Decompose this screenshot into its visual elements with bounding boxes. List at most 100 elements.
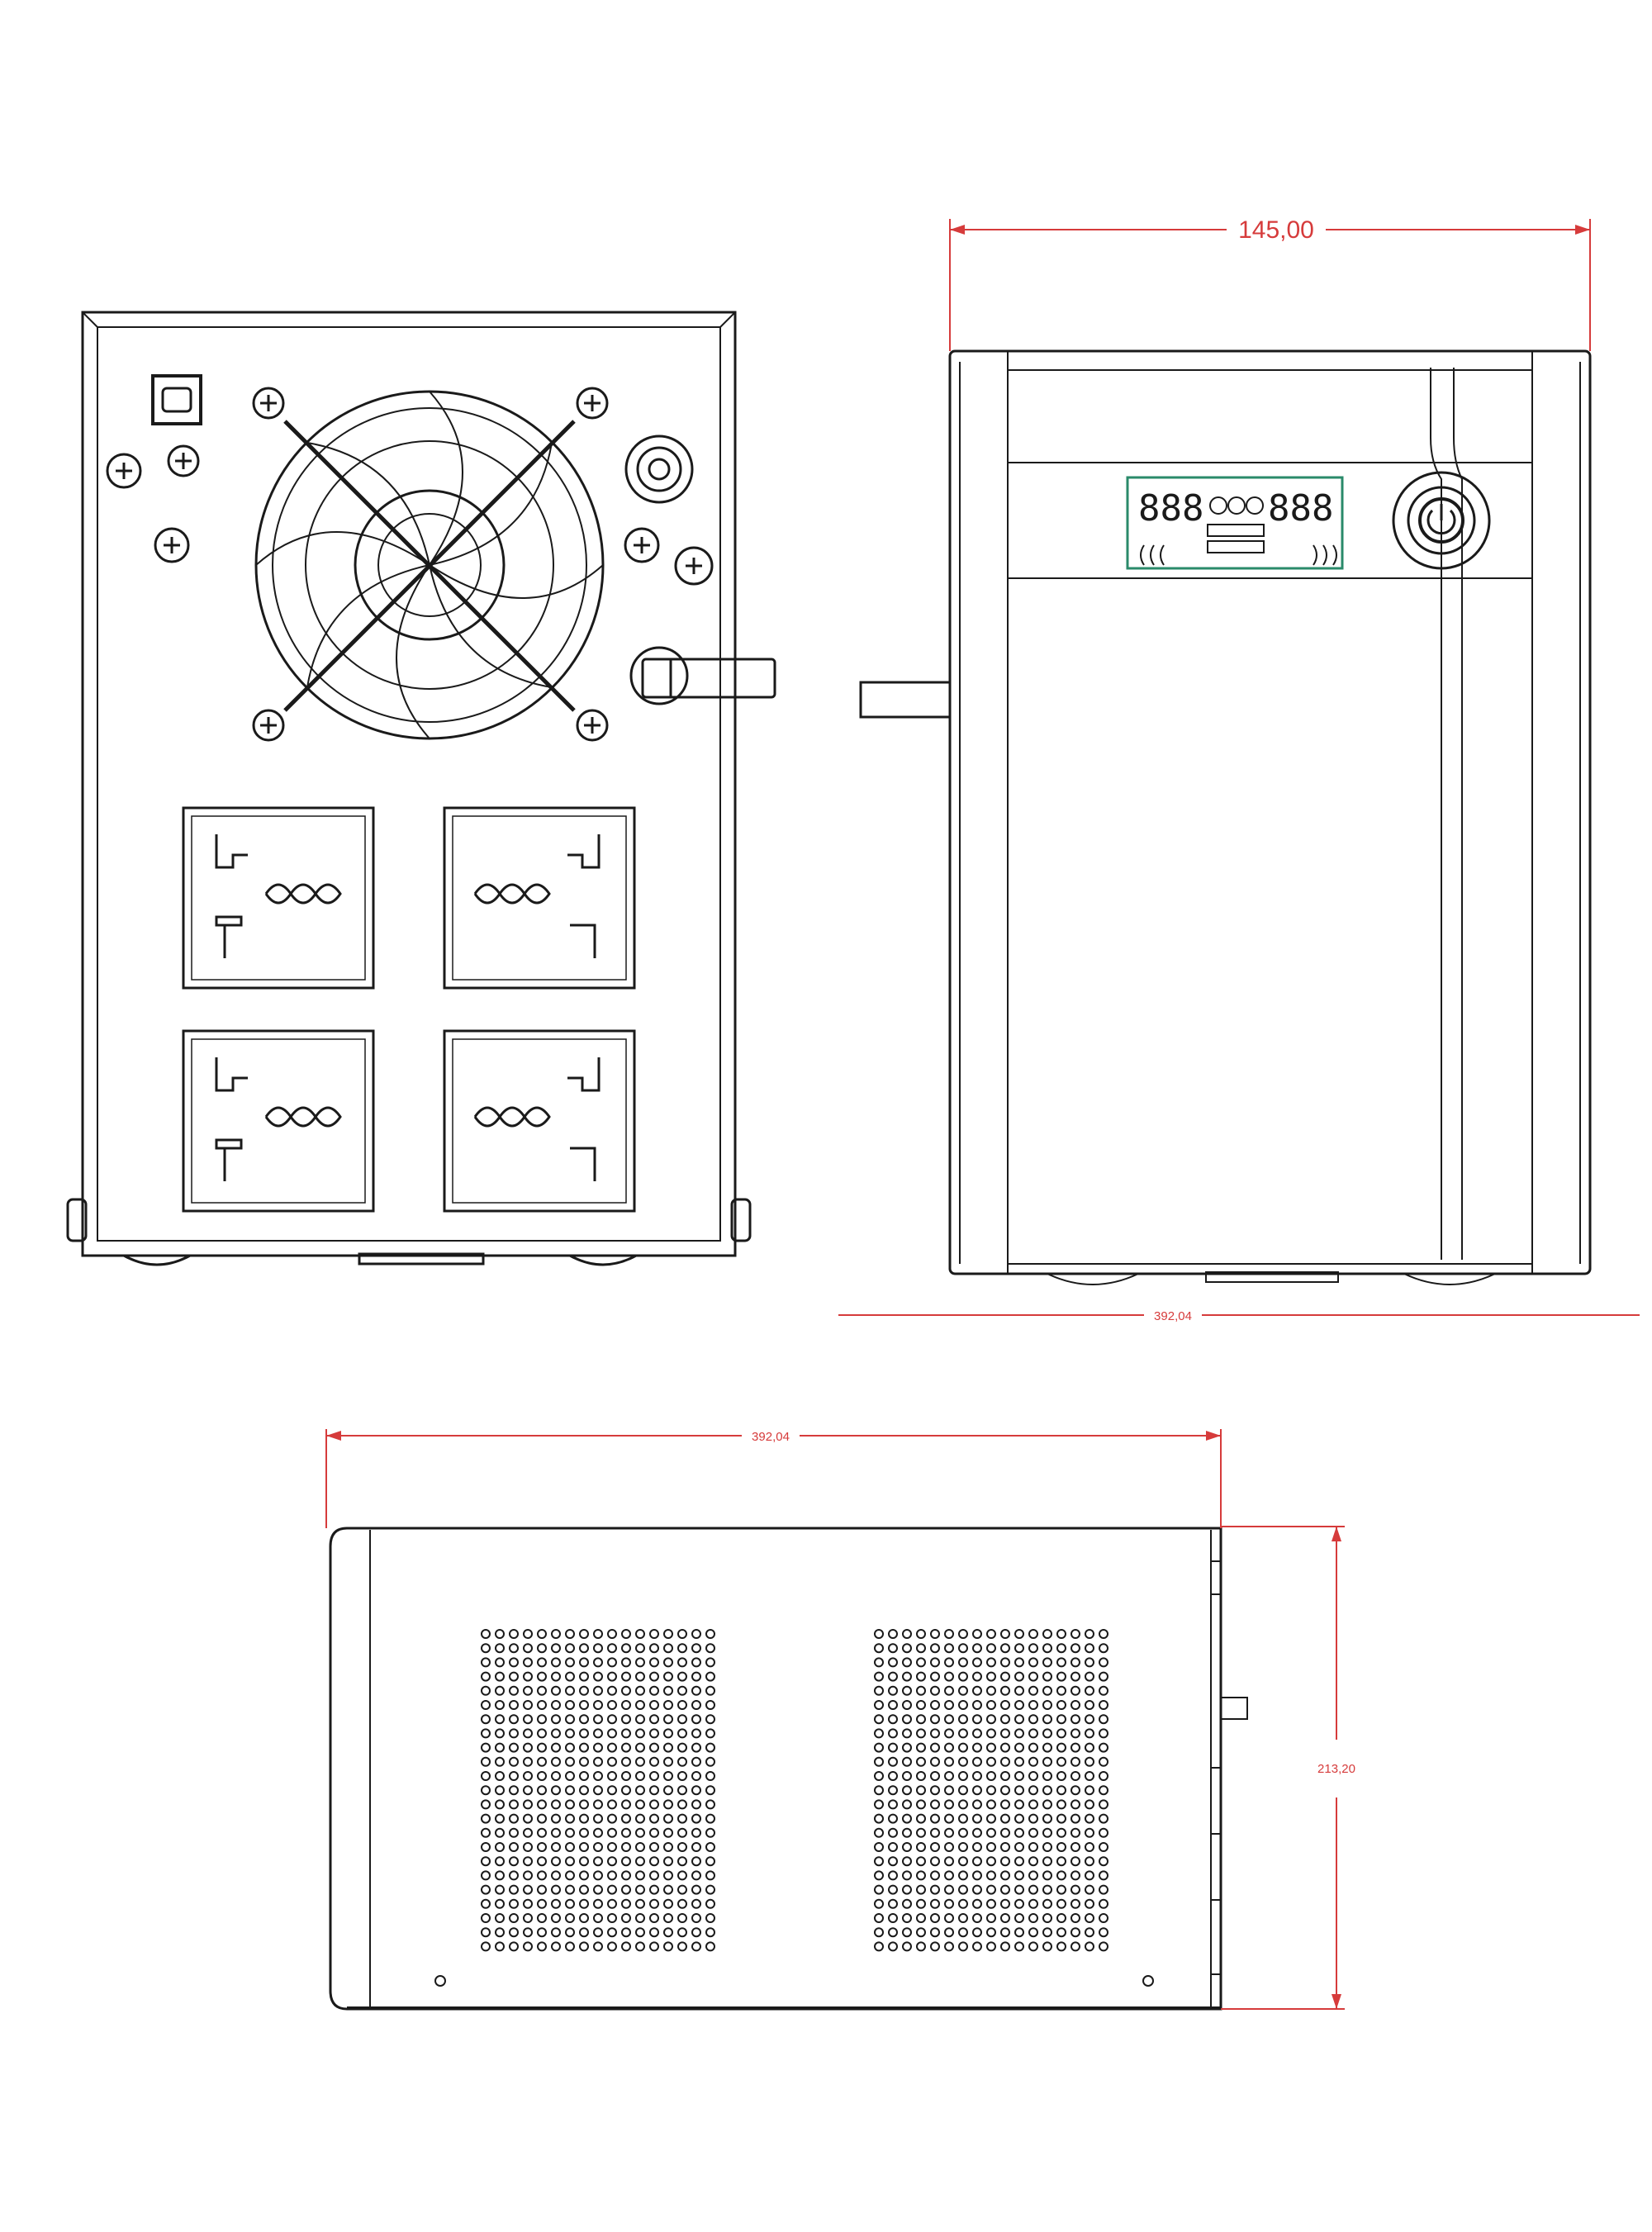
universal-socket-icon <box>182 806 375 990</box>
vent-hole <box>649 1870 659 1881</box>
vent-hole <box>593 1742 603 1753</box>
vent-hole <box>621 1856 631 1867</box>
vent-hole <box>481 1671 491 1682</box>
vent-hole <box>593 1898 603 1909</box>
vent-hole <box>635 1856 645 1867</box>
vent-hole <box>551 1785 561 1796</box>
vent-hole <box>1042 1927 1052 1938</box>
vent-hole <box>509 1643 519 1654</box>
vent-hole <box>509 1913 519 1923</box>
vent-hole <box>1028 1898 1038 1909</box>
vent-hole <box>537 1870 547 1881</box>
vent-hole <box>691 1700 701 1710</box>
vent-hole <box>1070 1671 1080 1682</box>
front-panel-outer <box>948 349 1592 1275</box>
vent-hole <box>888 1856 898 1867</box>
vent-hole <box>1085 1685 1094 1696</box>
vent-hole <box>874 1884 884 1895</box>
vent-hole <box>537 1756 547 1767</box>
vent-hole <box>1056 1827 1066 1838</box>
vent-hole <box>621 1771 631 1781</box>
vent-hole <box>1028 1700 1038 1710</box>
vent-hole <box>565 1842 575 1852</box>
vent-hole <box>607 1700 617 1710</box>
vent-hole <box>551 1927 561 1938</box>
vent-hole <box>1014 1941 1024 1952</box>
vent-hole <box>495 1941 505 1952</box>
vent-hole <box>677 1813 687 1824</box>
vent-hole <box>902 1870 912 1881</box>
vent-hole <box>537 1685 547 1696</box>
vent-hole <box>635 1629 645 1639</box>
vent-hole <box>1014 1771 1024 1781</box>
vent-hole <box>649 1742 659 1753</box>
vent-hole <box>930 1700 940 1710</box>
front-view: 888 888 <box>859 349 1592 1285</box>
vent-hole <box>523 1742 533 1753</box>
vent-hole <box>1056 1813 1066 1824</box>
vent-hole <box>663 1714 673 1725</box>
vent-hole <box>1000 1827 1010 1838</box>
vent-hole <box>1056 1913 1066 1923</box>
vent-hole <box>930 1813 940 1824</box>
vent-hole <box>523 1685 533 1696</box>
vent-hole <box>677 1870 687 1881</box>
vent-hole <box>972 1813 982 1824</box>
vent-hole <box>677 1927 687 1938</box>
vent-hole <box>1028 1671 1038 1682</box>
vent-hole <box>1070 1842 1080 1852</box>
vent-hole <box>607 1813 617 1824</box>
vent-hole <box>593 1856 603 1867</box>
vent-hole <box>916 1842 926 1852</box>
vent-hole <box>607 1856 617 1867</box>
vent-hole <box>537 1842 547 1852</box>
vent-hole <box>551 1643 561 1654</box>
vent-hole <box>523 1629 533 1639</box>
vent-hole <box>1099 1700 1108 1710</box>
vent-hole <box>916 1685 926 1696</box>
vent-hole <box>1056 1941 1066 1952</box>
vent-hole <box>1014 1856 1024 1867</box>
vent-hole <box>902 1927 912 1938</box>
vent-hole <box>509 1941 519 1952</box>
vent-grille <box>874 1629 1108 1952</box>
vent-hole <box>1056 1685 1066 1696</box>
vent-hole <box>523 1927 533 1938</box>
universal-socket-icon <box>182 1029 375 1213</box>
vent-hole <box>649 1785 659 1796</box>
vent-hole <box>551 1842 561 1852</box>
vent-hole <box>509 1771 519 1781</box>
vent-hole <box>1042 1771 1052 1781</box>
vent-hole <box>972 1870 982 1881</box>
vent-hole <box>509 1813 519 1824</box>
vent-hole <box>972 1756 982 1767</box>
vent-hole <box>677 1842 687 1852</box>
vent-hole <box>523 1913 533 1923</box>
vent-hole <box>1042 1813 1052 1824</box>
vent-hole <box>944 1785 954 1796</box>
vent-hole <box>986 1629 996 1639</box>
vent-grille <box>481 1629 715 1952</box>
vent-hole <box>1085 1842 1094 1852</box>
vent-hole <box>607 1629 617 1639</box>
vent-hole <box>944 1842 954 1852</box>
vent-hole <box>565 1700 575 1710</box>
vent-hole <box>607 1671 617 1682</box>
vent-hole <box>888 1884 898 1895</box>
vent-hole <box>523 1714 533 1725</box>
vent-hole <box>888 1913 898 1923</box>
vent-hole <box>481 1629 491 1639</box>
vent-hole <box>874 1941 884 1952</box>
vent-hole <box>1014 1898 1024 1909</box>
vent-hole <box>635 1927 645 1938</box>
vent-hole <box>1014 1842 1024 1852</box>
vent-hole <box>705 1856 715 1867</box>
vent-hole <box>565 1785 575 1796</box>
vent-hole <box>916 1771 926 1781</box>
vent-hole <box>902 1898 912 1909</box>
vent-hole <box>523 1842 533 1852</box>
vent-hole <box>1070 1771 1080 1781</box>
vent-hole <box>1042 1913 1052 1923</box>
vent-hole <box>481 1856 491 1867</box>
vent-hole <box>902 1913 912 1923</box>
